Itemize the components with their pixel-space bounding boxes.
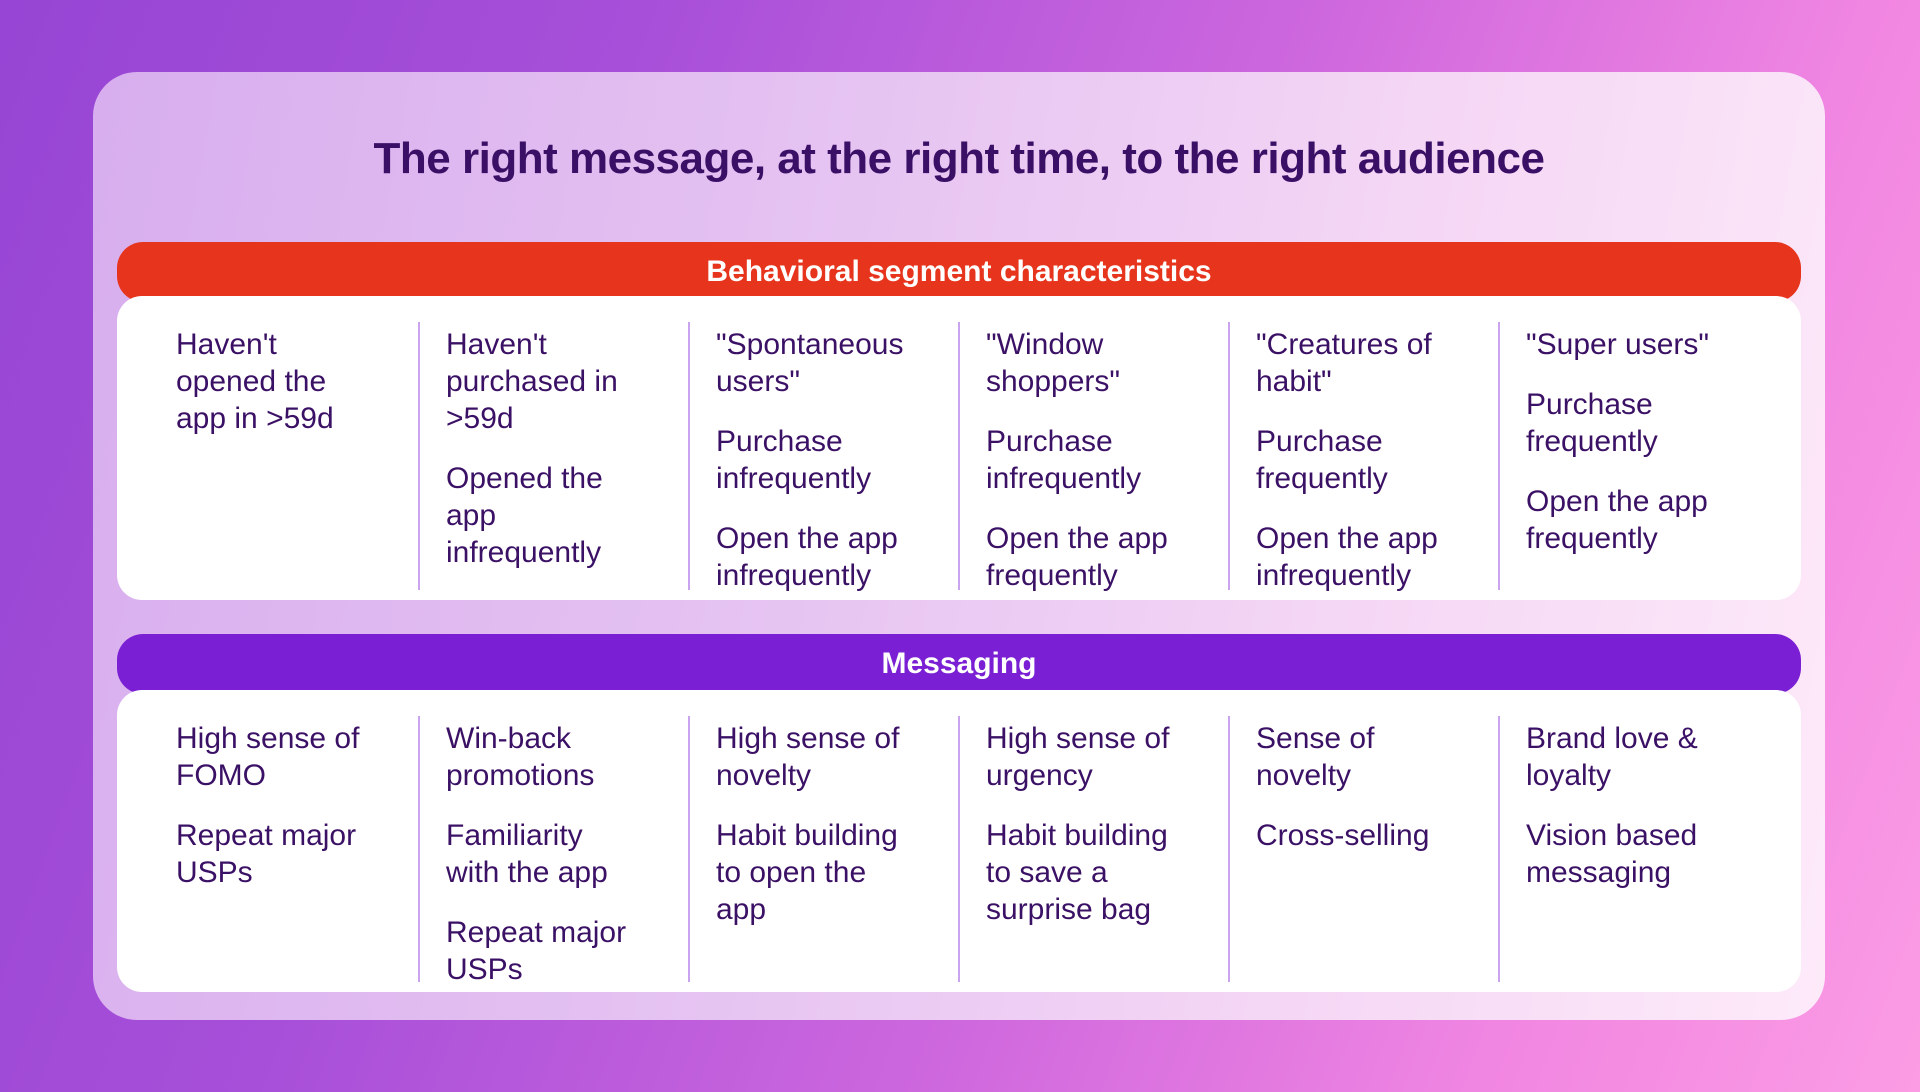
slide-card: The right message, at the right time, to…	[93, 72, 1825, 1020]
behavioral-column-4: "Window shoppers" Purchase infrequently …	[960, 322, 1230, 592]
behavioral-cell: "Creatures of habit"	[1256, 328, 1432, 398]
messaging-cell: Repeat major USPs	[446, 916, 627, 986]
behavioral-cell: Purchase frequently	[1526, 388, 1658, 458]
messaging-cell: Sense of novelty	[1256, 722, 1375, 792]
behavioral-cell: "Spontaneous users"	[716, 328, 904, 398]
behavioral-column-5: "Creatures of habit" Purchase frequently…	[1230, 322, 1500, 592]
behavioral-cell: "Super users"	[1526, 328, 1710, 361]
section-header-messaging: Messaging	[117, 634, 1801, 694]
behavioral-cell: Opened the app infrequently	[446, 462, 603, 569]
behavioral-cell: Haven't purchased in >59d	[446, 328, 618, 435]
messaging-cell: Familiarity with the app	[446, 819, 608, 889]
section-header-messaging-label: Messaging	[881, 647, 1037, 680]
behavioral-cell: Purchase infrequently	[986, 425, 1142, 495]
behavioral-cell: Open the app infrequently	[1256, 522, 1438, 592]
messaging-column-4: High sense of urgency Habit building to …	[960, 716, 1230, 982]
section-header-behavioral: Behavioral segment characteristics	[117, 242, 1801, 302]
messaging-cell: Vision based messaging	[1526, 819, 1698, 889]
behavioral-column-1: Haven't opened the app in >59d	[150, 322, 420, 590]
behavioral-cell: Open the app frequently	[1526, 485, 1708, 555]
messaging-column-3: High sense of novelty Habit building to …	[690, 716, 960, 982]
messaging-column-1: High sense of FOMO Repeat major USPs	[150, 716, 420, 982]
behavioral-column-3: "Spontaneous users" Purchase infrequentl…	[690, 322, 960, 592]
messaging-column-2: Win-back promotions Familiarity with the…	[420, 716, 690, 986]
messaging-column-5: Sense of novelty Cross-selling	[1230, 716, 1500, 982]
messaging-column-6: Brand love & loyalty Vision based messag…	[1500, 716, 1768, 982]
behavioral-column-6: "Super users" Purchase frequently Open t…	[1500, 322, 1768, 590]
behavioral-cell: "Window shoppers"	[986, 328, 1121, 398]
messaging-panel: High sense of FOMO Repeat major USPs Win…	[117, 690, 1801, 992]
messaging-cell: Habit building to save a surprise bag	[986, 819, 1168, 926]
messaging-cell: High sense of novelty	[716, 722, 900, 792]
behavioral-cell: Purchase infrequently	[716, 425, 872, 495]
behavioral-cell: Open the app frequently	[986, 522, 1168, 592]
messaging-cell: Cross-selling	[1256, 819, 1430, 852]
behavioral-column-2: Haven't purchased in >59d Opened the app…	[420, 322, 690, 590]
behavioral-panel: Haven't opened the app in >59d Haven't p…	[117, 296, 1801, 600]
messaging-cell: Habit building to open the app	[716, 819, 898, 926]
messaging-cell: Repeat major USPs	[176, 819, 357, 889]
messaging-cell: High sense of FOMO	[176, 722, 360, 792]
behavioral-cell: Haven't opened the app in >59d	[176, 328, 334, 435]
section-header-behavioral-label: Behavioral segment characteristics	[706, 255, 1212, 288]
messaging-cell: High sense of urgency	[986, 722, 1170, 792]
slide-title: The right message, at the right time, to…	[373, 134, 1545, 183]
messaging-cell: Brand love & loyalty	[1526, 722, 1698, 792]
messaging-cell: Win-back promotions	[446, 722, 595, 792]
behavioral-cell: Open the app infrequently	[716, 522, 898, 592]
behavioral-cell: Purchase frequently	[1256, 425, 1388, 495]
